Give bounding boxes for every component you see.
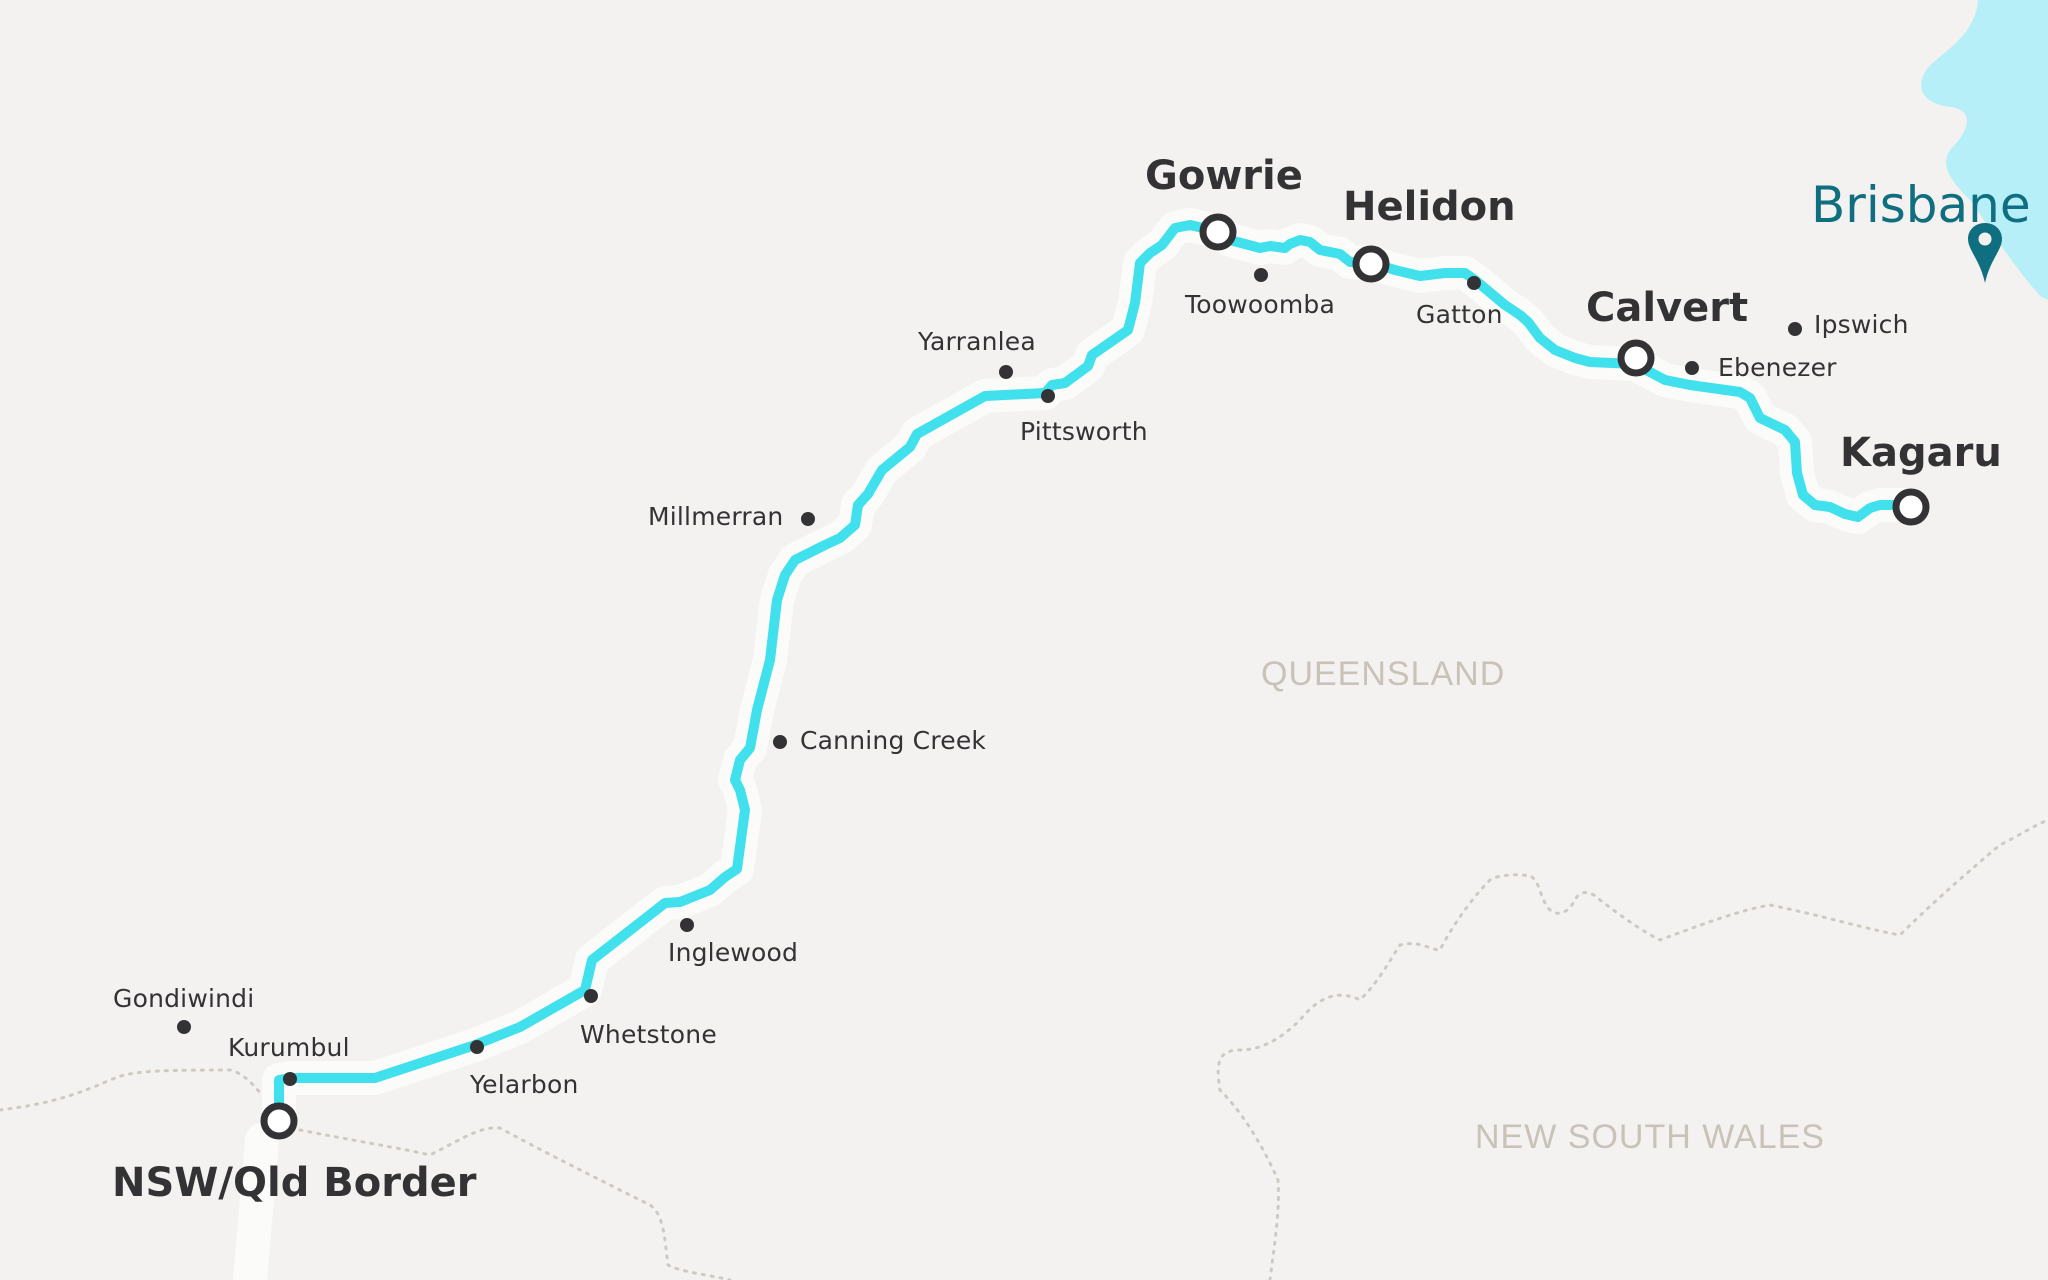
- station-marker-kagaru[interactable]: [1892, 488, 1930, 526]
- city-label-brisbane[interactable]: Brisbane: [1811, 176, 2031, 234]
- town-dot-millmerran[interactable]: [801, 512, 815, 526]
- station-label-kagaru[interactable]: Kagaru: [1840, 430, 2002, 476]
- rail-route: [233, 208, 1927, 1280]
- town-label-gondiwindi[interactable]: Gondiwindi: [113, 984, 255, 1013]
- town-dot-yarranlea[interactable]: [999, 365, 1013, 379]
- station-marker-calvert[interactable]: [1617, 339, 1655, 377]
- town-label-toowoomba[interactable]: Toowoomba: [1185, 290, 1335, 319]
- town-dot-pittsworth[interactable]: [1041, 389, 1055, 403]
- map-pin-icon[interactable]: [1968, 223, 2002, 283]
- town-dot-kurumbul[interactable]: [283, 1072, 297, 1086]
- town-label-ebenezer[interactable]: Ebenezer: [1718, 353, 1837, 382]
- town-dot-ebenezer[interactable]: [1685, 361, 1699, 375]
- town-label-whetstone[interactable]: Whetstone: [580, 1020, 717, 1049]
- region-label-queensland: QUEENSLAND: [1261, 655, 1506, 693]
- town-dot-yelarbon[interactable]: [470, 1040, 484, 1054]
- station-marker-border[interactable]: [260, 1102, 298, 1140]
- town-label-pittsworth[interactable]: Pittsworth: [1020, 417, 1148, 446]
- town-dot-whetstone[interactable]: [584, 989, 598, 1003]
- town-label-gatton[interactable]: Gatton: [1416, 300, 1503, 329]
- station-markers: [260, 213, 1930, 1140]
- town-dot-gatton[interactable]: [1467, 276, 1481, 290]
- town-dot-ipswich[interactable]: [1788, 322, 1802, 336]
- town-label-ipswich[interactable]: Ipswich: [1814, 310, 1909, 339]
- town-markers: [177, 268, 1802, 1086]
- town-label-yelarbon[interactable]: Yelarbon: [470, 1070, 579, 1099]
- town-dot-toowoomba[interactable]: [1254, 268, 1268, 282]
- state-border: [0, 818, 2048, 1280]
- station-marker-helidon[interactable]: [1352, 245, 1390, 283]
- station-label-border[interactable]: NSW/Qld Border: [112, 1160, 477, 1206]
- station-marker-gowrie[interactable]: [1199, 213, 1237, 251]
- station-label-helidon[interactable]: Helidon: [1343, 184, 1516, 230]
- town-label-canning-creek[interactable]: Canning Creek: [800, 726, 987, 755]
- water-body: [1921, 0, 2048, 300]
- station-label-calvert[interactable]: Calvert: [1586, 285, 1749, 331]
- town-dot-gondiwindi[interactable]: [177, 1020, 191, 1034]
- town-label-kurumbul[interactable]: Kurumbul: [228, 1033, 350, 1062]
- town-label-yarranlea[interactable]: Yarranlea: [918, 327, 1036, 356]
- town-dot-canning-creek[interactable]: [773, 735, 787, 749]
- region-label-nsw: NEW SOUTH WALES: [1475, 1118, 1825, 1156]
- town-label-millmerran[interactable]: Millmerran: [648, 502, 784, 531]
- town-dot-inglewood[interactable]: [680, 918, 694, 932]
- station-label-gowrie[interactable]: Gowrie: [1145, 153, 1303, 199]
- town-label-inglewood[interactable]: Inglewood: [668, 938, 799, 967]
